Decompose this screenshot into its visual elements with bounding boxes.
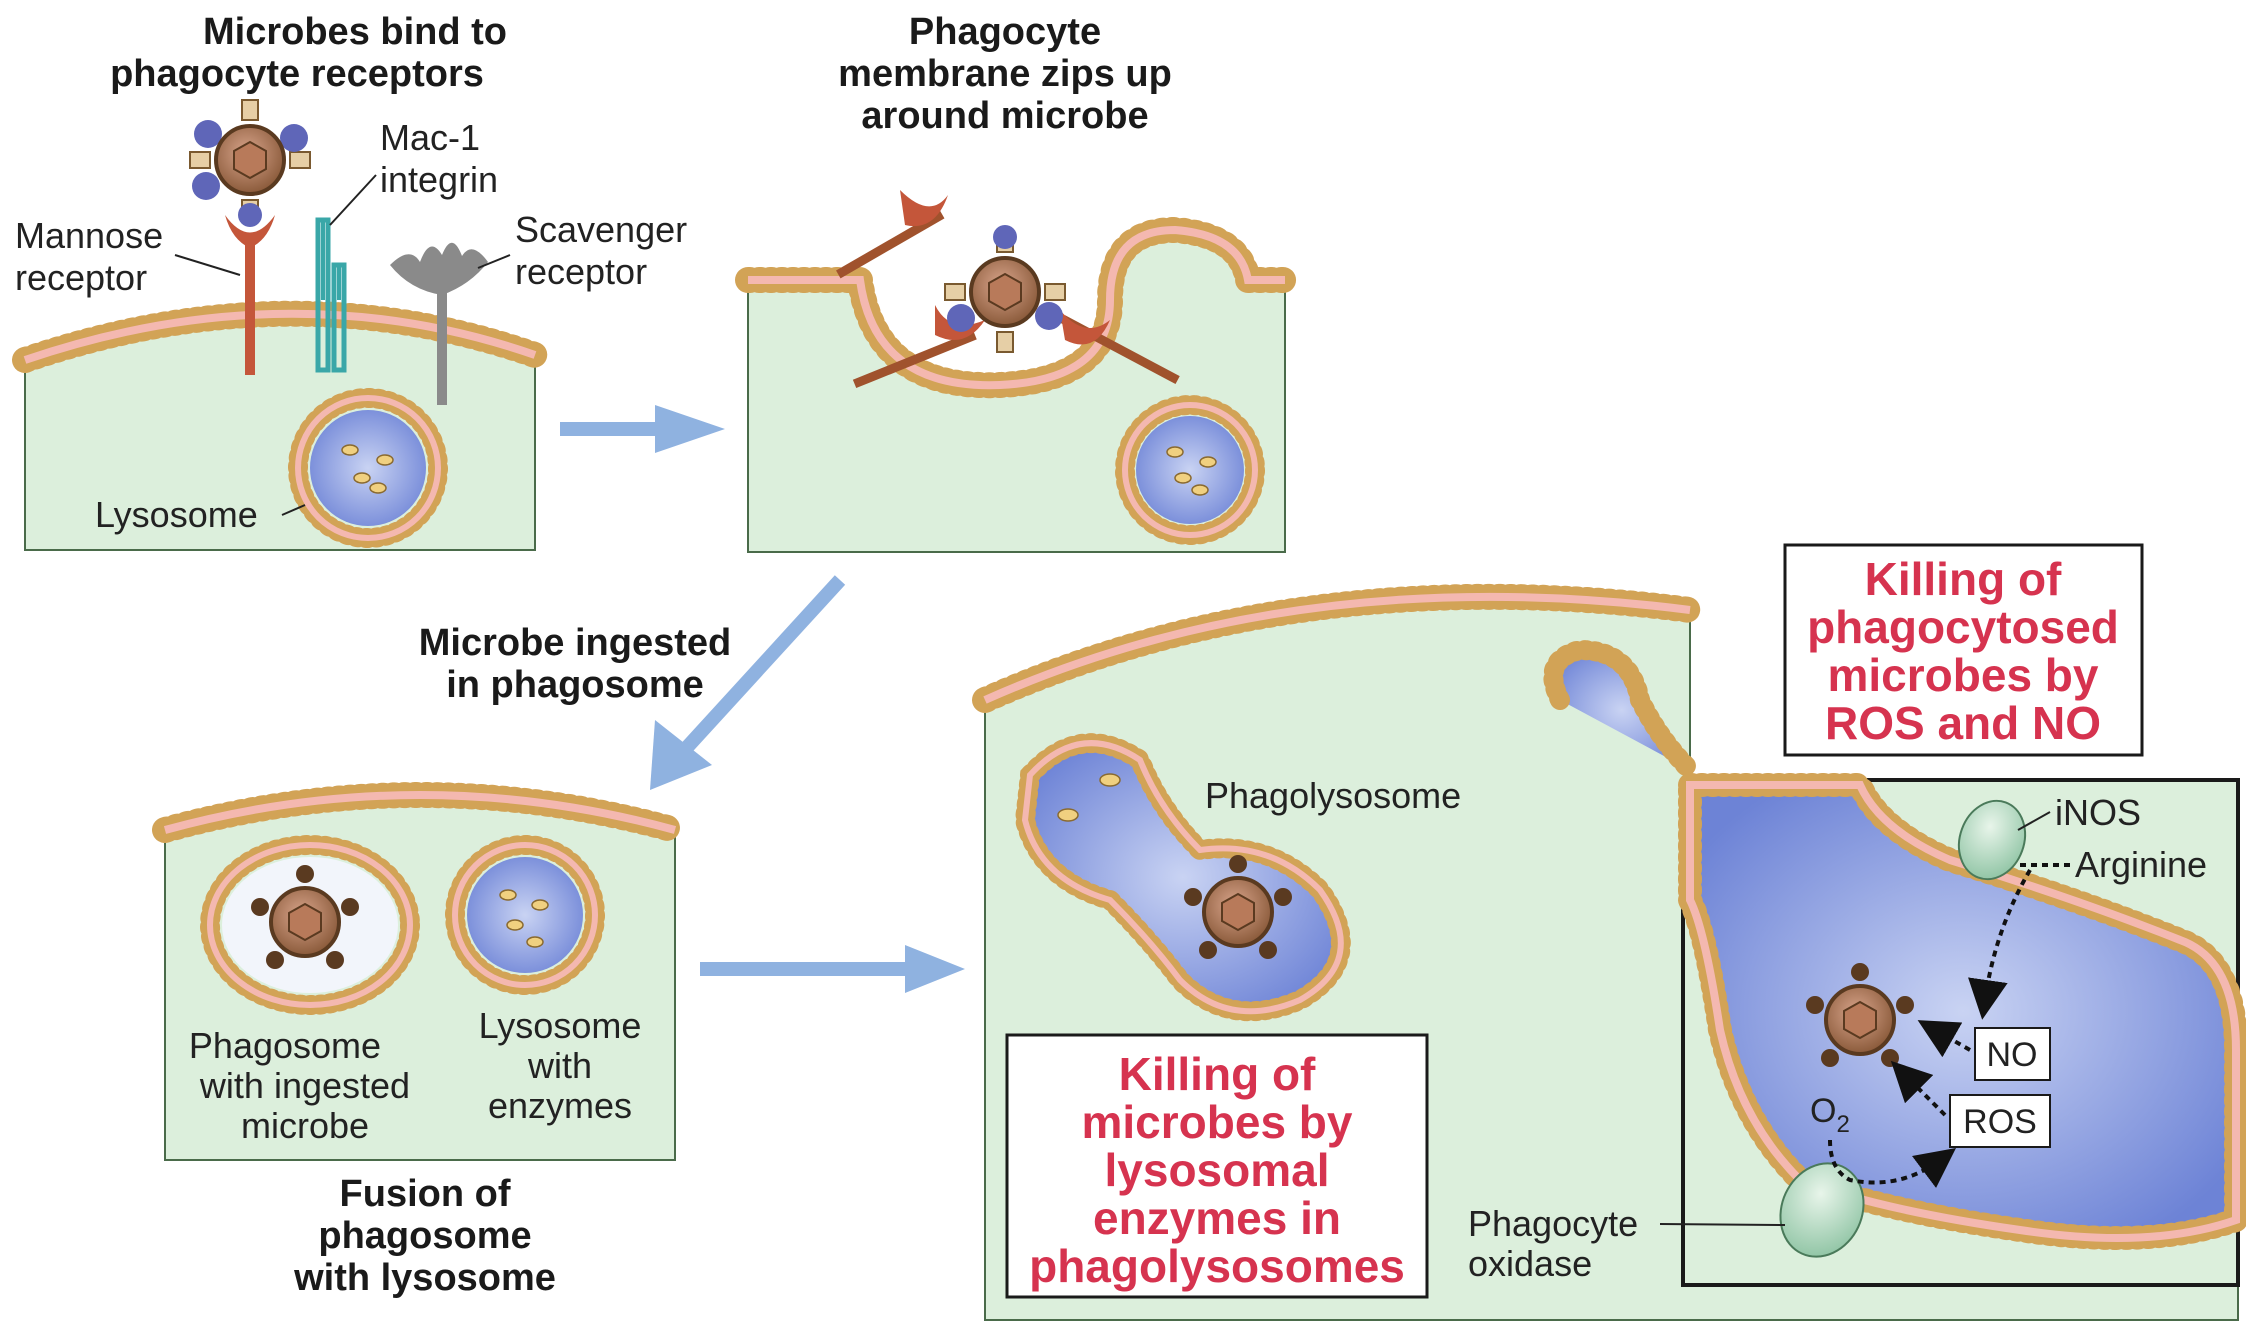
o2-label: O2 (1810, 1092, 1850, 1138)
panel1-title-line1: Microbes bind to (203, 11, 507, 53)
mac1-label-2: integrin (380, 159, 498, 200)
killing-enzymes-line4: enzymes in (1093, 1192, 1341, 1244)
lysosome-label: Lysosome (95, 494, 258, 535)
oxidase-label-2: oxidase (1468, 1243, 1592, 1284)
oxidase-enzyme (1779, 1162, 1865, 1258)
scavenger-label-2: receptor (515, 251, 647, 292)
microbe-ingested (251, 865, 359, 969)
mac1-label-1: Mac-1 (380, 117, 480, 158)
lysosome-enzymes-label-1: Lysosome (479, 1005, 642, 1046)
killing-enzymes-box: Killing of microbes by lysosomal enzymes… (1005, 1033, 1429, 1299)
mannose-receptor-label-1: Mannose (15, 215, 163, 256)
lysosome-3 (445, 835, 605, 995)
fusion-label-3: with lysosome (293, 1257, 556, 1299)
no-label: NO (1987, 1036, 2038, 1074)
phagosome-label-2: with ingested (199, 1065, 410, 1106)
scavenger-label-1: Scavenger (515, 209, 687, 250)
arrow-2-to-3 (650, 575, 846, 790)
no-box (1974, 1027, 2051, 1081)
fusion-label-1: Fusion of (340, 1173, 511, 1215)
panel1-title-line2: phagocyte receptors (110, 53, 484, 95)
lysosome-2 (1115, 395, 1265, 545)
mannose-receptor (225, 215, 275, 375)
killing-ros-box: Killing of phagocytosed microbes by ROS … (1783, 543, 2144, 757)
oxidase-label-1: Phagocyte (1468, 1203, 1638, 1244)
phagosome-label-1: Phagosome (189, 1025, 381, 1066)
microbe-zip (944, 225, 1066, 353)
fusion-label-2: phagosome (318, 1215, 531, 1257)
killing-enzymes-line5: phagolysosomes (1029, 1240, 1405, 1292)
lysosome-enzymes-label-2: with (527, 1045, 592, 1086)
inset-ros-no: iNOS Arginine NO ROS O2 Phagocyte oxidas… (1468, 773, 2246, 1287)
panel-killing: Phagolysosome Killing of microbes by lys… (972, 543, 2246, 1321)
microbe-bound (189, 99, 311, 227)
lysosome-1 (288, 388, 448, 548)
killing-enzymes-line3: lysosomal (1105, 1144, 1330, 1196)
mannose-receptor-label-2: receptor (15, 257, 147, 298)
arrow-1-to-2 (560, 405, 725, 453)
killing-ros-line3: microbes by (1828, 649, 2099, 701)
microbe-inset (1806, 963, 1914, 1067)
arginine-label: Arginine (2075, 844, 2207, 885)
panel2-title-line3: around microbe (861, 95, 1148, 137)
killing-enzymes-line2: microbes by (1082, 1096, 1353, 1148)
ros-label: ROS (1963, 1103, 2037, 1141)
panel2-title-line1: Phagocyte (909, 11, 1101, 53)
panel-fusion: Phagosome with ingested microbe Lysosome… (152, 782, 688, 1299)
panel-receptor-binding: Microbes bind to phagocyte receptors Man… (12, 11, 687, 551)
inos-enzyme (1957, 799, 2027, 881)
mac1-integrin (315, 217, 347, 373)
lysosome-enzymes-label-3: enzymes (488, 1085, 632, 1126)
killing-ros-line1: Killing of (1865, 553, 2062, 605)
ingest-label-line2: in phagosome (446, 664, 704, 706)
panel-membrane-zip: Phagocyte membrane zips up around microb… (735, 11, 1298, 553)
ros-box (1949, 1094, 2051, 1148)
phagosome-label-3: microbe (241, 1105, 369, 1146)
microbe-phagolysosome (1184, 855, 1292, 959)
arrow-3-to-4 (700, 945, 965, 993)
killing-ros-line2: phagocytosed (1807, 601, 2119, 653)
killing-enzymes-line1: Killing of (1119, 1048, 1316, 1100)
inos-label: iNOS (2055, 792, 2141, 833)
phagolysosome-label: Phagolysosome (1205, 775, 1461, 816)
ingest-label-line1: Microbe ingested (419, 622, 732, 664)
scavenger-receptor (390, 242, 488, 405)
killing-ros-line4: ROS and NO (1825, 697, 2101, 749)
panel2-title-line2: membrane zips up (838, 53, 1172, 95)
